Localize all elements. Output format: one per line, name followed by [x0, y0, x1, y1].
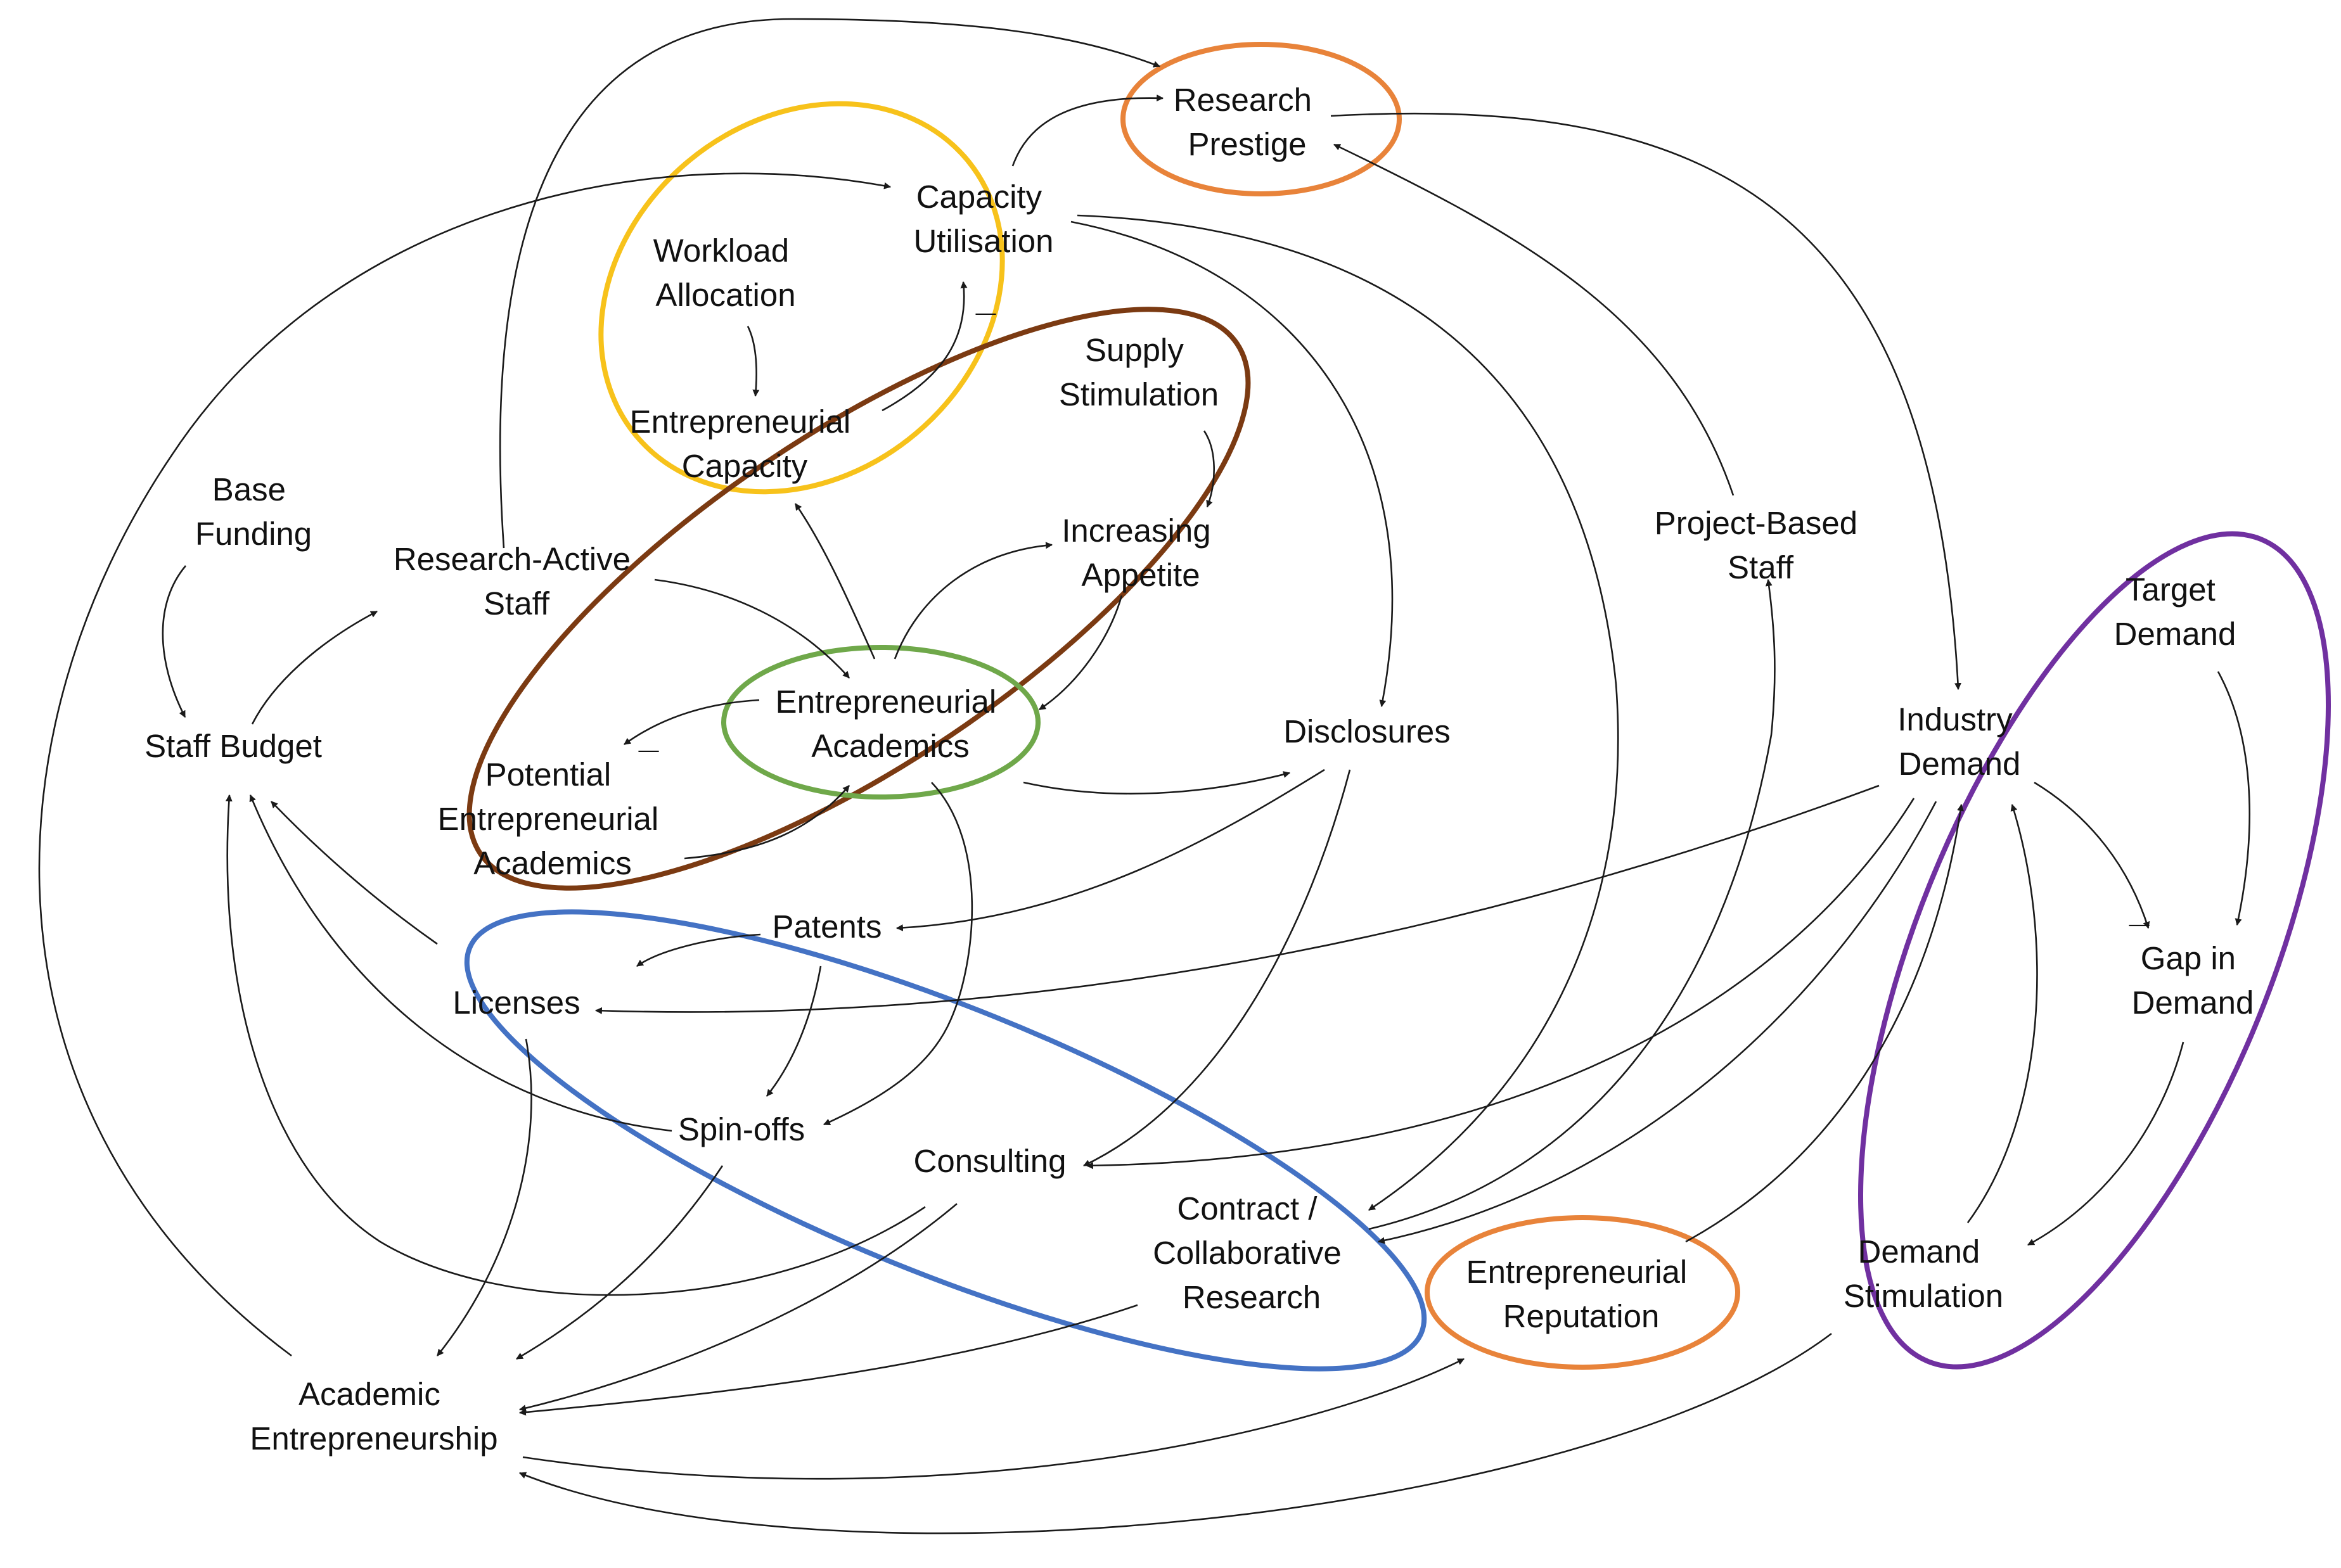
edge-entrepreneurial-academics-to-spin-offs: [823, 782, 973, 1126]
edge-disclosures-to-consulting: [1083, 769, 1351, 1167]
edge-patents-to-licenses: [636, 933, 761, 967]
node-entrepreneurial-reputation: Entrepreneurial Reputation: [1466, 1254, 1696, 1334]
edge-consulting-to-academic-entrepreneurship: [518, 1203, 958, 1412]
edge-base-funding-to-staff-budget: [162, 565, 186, 718]
edge-disclosures-to-patents: [895, 768, 1325, 931]
node-capacity-utilisation: Capacity Utilisation: [913, 179, 1053, 259]
node-research-prestige: Research Prestige: [1174, 82, 1321, 162]
loop-capacity: [598, 101, 1005, 495]
node-academic-entrepreneurship: Academic Entrepreneurship: [250, 1376, 497, 1456]
node-contract-collaborative-research: Contract / Collaborative Research: [1153, 1190, 1350, 1315]
node-industry-demand: Industry Demand: [1897, 701, 2022, 782]
edge-contract-collaborative-research-to-project-based-staff: [1368, 578, 1776, 1230]
edge-demand-stimulation-to-academic-entrepreneurship: [518, 1332, 1832, 1534]
node-consulting: Consulting: [914, 1143, 1067, 1179]
edge-academic-entrepreneurship-to-capacity-utilisation: [38, 172, 892, 1357]
edge-industry-demand-to-consulting: [1086, 798, 1915, 1170]
edge-industry-demand-to-gap-in-demand: [2034, 781, 2150, 929]
edge-licenses-to-academic-entrepreneurship: [436, 1038, 532, 1356]
node-spin-offs: Spin-offs: [678, 1111, 805, 1147]
loop-demand: [1858, 531, 2331, 1370]
edge-entrepreneurial-academics-to-entrepreneurial-capacity: [794, 503, 876, 660]
node-labels: Research Prestige Capacity Utilisation W…: [144, 82, 2254, 1456]
node-disclosures: Disclosures: [1283, 713, 1451, 749]
edge-gap-in-demand-to-demand-stimulation: [2027, 1042, 2184, 1246]
loop-licensing: [464, 909, 1427, 1372]
edge-capacity-utilisation-to-contract-collaborative-research: [1077, 214, 1619, 1211]
edge-research-active-staff-to-research-prestige: [499, 18, 1161, 549]
edge-industry-demand-to-contract-collaborative-research: [1377, 801, 1937, 1244]
loop-research-prestige: [1120, 42, 1402, 196]
loop-entrepreneurial-reputation: [1425, 1215, 1740, 1370]
node-potential-entrepreneurial-academics: Potential Entrepreneurial Academics: [438, 756, 668, 881]
edge-staff-budget-to-research-active-staff: [251, 610, 378, 725]
node-increasing-appetite: Increasing Appetite: [1061, 513, 1219, 593]
edge-entrepreneurial-reputation-to-industry-demand: [1685, 803, 1964, 1243]
loop-supply-stimulation: [466, 307, 1251, 891]
edge-demand-stimulation-to-industry-demand: [1966, 803, 2038, 1223]
edge-entrepreneurial-academics-to-potential-entrepreneurial-academics: [624, 699, 760, 746]
node-staff-budget: Staff Budget: [144, 728, 322, 764]
edge-industry-demand-to-licenses: [594, 784, 1880, 1014]
edge-licenses-to-staff-budget: [271, 801, 438, 945]
edge-supply-stimulation-to-increasing-appetite: [1203, 430, 1215, 508]
edge-consulting-to-staff-budget: [225, 794, 926, 1296]
edge-increasing-appetite-to-entrepreneurial-academics: [1039, 595, 1123, 711]
edge-spin-offs-to-academic-entrepreneurship: [516, 1165, 724, 1360]
node-base-funding: Base Funding: [195, 471, 312, 552]
edge-potential-entrepreneurial-academics-to-entrepreneurial-academics: [684, 785, 850, 860]
polarity-minus-potential-entrepreneurial-academics: _: [638, 715, 659, 755]
edge-research-prestige-to-industry-demand: [1330, 112, 1961, 691]
edge-entrepreneurial-academics-to-increasing-appetite: [894, 542, 1053, 660]
node-licenses: Licenses: [452, 985, 580, 1021]
polarity-minus-gap-in-demand: _: [2129, 889, 2150, 929]
edge-spin-offs-to-staff-budget: [249, 794, 672, 1132]
edge-entrepreneurial-academics-to-disclosures: [1023, 771, 1291, 795]
edge-project-based-staff-to-research-prestige: [1333, 143, 1735, 496]
edge-academic-entrepreneurship-to-entrepreneurial-reputation: [522, 1358, 1465, 1480]
edge-capacity-utilisation-to-research-prestige: [1011, 94, 1164, 167]
edge-target-demand-to-gap-in-demand: [2217, 671, 2250, 926]
edges: [38, 18, 2250, 1534]
node-demand-stimulation: Demand Stimulation: [1844, 1233, 2003, 1314]
node-project-based-staff: Project-Based Staff: [1655, 505, 1867, 585]
node-gap-in-demand: Gap in Demand: [2132, 940, 2254, 1021]
edge-contract-collaborative-research-to-academic-entrepreneurship: [518, 1304, 1138, 1416]
edge-patents-to-spin-offs: [766, 966, 822, 1097]
edge-workload-allocation-to-entrepreneurial-capacity: [747, 326, 760, 397]
node-patents: Patents: [773, 908, 882, 945]
edge-capacity-utilisation-to-disclosures: [1070, 220, 1394, 708]
node-entrepreneurial-capacity: Entrepreneurial Capacity: [630, 404, 860, 484]
node-research-active-staff: Research-Active Staff: [394, 541, 639, 621]
edge-research-active-staff-to-entrepreneurial-academics: [654, 578, 850, 679]
polarity-minus-capacity-utilisation: _: [975, 278, 996, 318]
node-entrepreneurial-academics: Entrepreneurial Academics: [776, 684, 1006, 764]
loop-entrepreneurial-academics: [721, 645, 1041, 800]
edge-entrepreneurial-capacity-to-capacity-utilisation: [882, 281, 968, 412]
node-workload-allocation: Workload Allocation: [653, 233, 799, 313]
node-supply-stimulation: Supply Stimulation: [1059, 332, 1219, 412]
node-target-demand: Target Demand: [2114, 571, 2236, 652]
